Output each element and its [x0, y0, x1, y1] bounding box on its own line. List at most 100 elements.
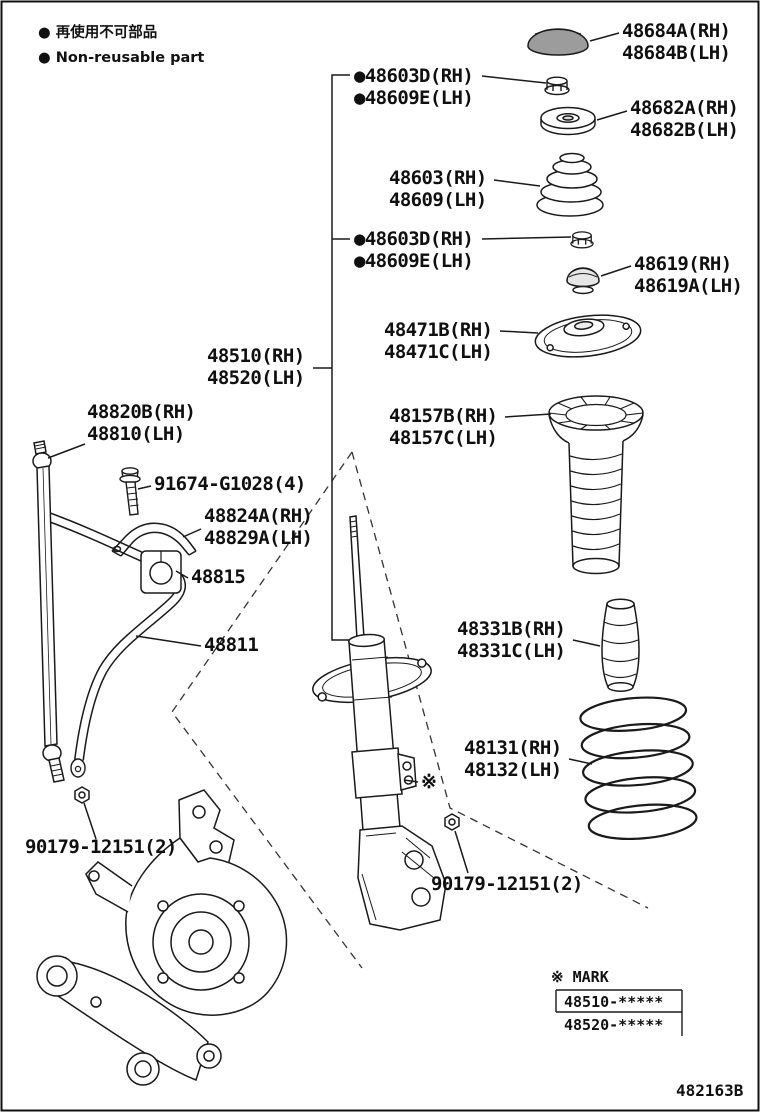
leader-48824	[182, 528, 202, 538]
part-48471-spring-seat	[534, 314, 642, 358]
part-number: 48684A(RH)	[622, 20, 730, 42]
leader-48157	[504, 413, 552, 418]
assembly-dashed-lines	[171, 451, 649, 969]
part-number: ●48603D(RH)	[354, 228, 473, 250]
leader-48603d-upper	[481, 75, 547, 84]
mark-note: ※ MARK 48510-***** 48520-*****	[551, 968, 683, 1036]
diagram-code: 482163B	[676, 1081, 744, 1100]
part-90179-nut-left	[74, 786, 90, 804]
dashed-line-right	[351, 451, 649, 909]
part-number: 48520(LH)	[207, 367, 305, 389]
part-number: ●48609E(LH)	[354, 87, 473, 109]
callout-48603d-lower: ●48603D(RH) ●48609E(LH)	[354, 228, 572, 272]
part-48510-shock-absorber	[312, 515, 447, 931]
leader-48684	[589, 32, 620, 42]
part-number: 48820B(RH)	[87, 401, 195, 423]
part-48811-stabilizer-bar	[40, 508, 186, 778]
callout-91674: 91674-G1028(4)	[137, 473, 306, 495]
leader-reference-mark	[403, 779, 419, 783]
part-number: 90179-12151(2)	[25, 836, 177, 858]
part-number: 48157B(RH)	[389, 405, 497, 427]
legend: ● 再使用不可部品 ● Non-reusable part	[38, 23, 204, 66]
callout-48131: 48131(RH) 48132(LH)	[464, 737, 593, 781]
leader-48331	[572, 639, 601, 647]
part-number: 48682A(RH)	[630, 97, 738, 119]
part-number: 90179-12151(2)	[431, 873, 583, 895]
part-48603d-nut-upper	[544, 76, 570, 96]
callout-48619: 48619(RH) 48619A(LH)	[600, 253, 743, 297]
part-48815-bushing	[140, 550, 182, 594]
part-number: 48609(LH)	[389, 189, 487, 211]
legend-line-en: ● Non-reusable part	[38, 50, 204, 66]
strut-reference-mark: ※	[403, 771, 437, 793]
callout-48682: 48682A(RH) 48682B(LH)	[596, 97, 739, 141]
leader-48811	[135, 635, 202, 647]
callout-48157: 48157B(RH) 48157C(LH)	[389, 405, 552, 449]
part-48131-coil-spring	[579, 696, 698, 840]
part-number: 48810(LH)	[87, 423, 185, 445]
callout-48811: 48811	[135, 634, 259, 656]
callout-48331: 48331B(RH) 48331C(LH)	[457, 618, 601, 662]
leader-48619	[600, 265, 632, 277]
part-number: 48132(LH)	[464, 759, 562, 781]
callout-48471: 48471B(RH) 48471C(LH)	[384, 319, 539, 363]
leader-48603d-lower	[481, 236, 572, 240]
part-number: 48471C(LH)	[384, 341, 492, 363]
part-48619-cap	[566, 267, 600, 295]
callout-48603: 48603(RH) 48609(LH)	[389, 167, 541, 211]
callout-48815: 48815	[175, 566, 246, 588]
leader-91674	[137, 485, 152, 490]
legend-line-jp: ● 再使用不可部品	[38, 23, 157, 41]
part-steering-knuckle	[85, 789, 288, 1016]
dashed-line-left	[171, 451, 363, 969]
leader-48815	[175, 570, 189, 579]
callout-90179-right: 90179-12151(2)	[431, 830, 583, 895]
part-number: 48815	[191, 566, 245, 588]
drawing	[32, 28, 698, 1086]
reference-mark: ※	[421, 771, 436, 793]
leader-48682	[596, 110, 628, 121]
part-number: 48131(RH)	[464, 737, 562, 759]
part-number: 48471B(RH)	[384, 319, 492, 341]
callout-48820: 48820B(RH) 48810(LH)	[47, 401, 196, 459]
callout-48684: 48684A(RH) 48684B(LH)	[589, 20, 731, 64]
leader-90179-left	[83, 802, 97, 840]
part-number: ●48603D(RH)	[354, 65, 473, 87]
callout-48603d-upper: ●48603D(RH) ●48609E(LH)	[354, 65, 547, 109]
part-number: 48682B(LH)	[630, 119, 738, 141]
part-number: ●48609E(LH)	[354, 250, 473, 272]
part-number: 48619(RH)	[634, 253, 732, 275]
part-number: 48684B(LH)	[622, 42, 730, 64]
callout-90179-left: 90179-12151(2)	[25, 802, 177, 858]
part-48157-dust-cover	[548, 395, 644, 575]
part-90179-nut-right	[444, 813, 460, 831]
part-number: 48331B(RH)	[457, 618, 565, 640]
part-number: 48829A(LH)	[204, 527, 312, 549]
part-number: 91674-G1028(4)	[154, 473, 306, 495]
mark-note-box	[555, 989, 683, 1036]
leader-48131	[568, 758, 593, 765]
mark-note-title: ※ MARK	[551, 968, 609, 986]
mark-note-row: 48510-*****	[564, 993, 663, 1011]
part-number: 48824A(RH)	[204, 505, 312, 527]
part-number: 48331C(LH)	[457, 640, 565, 662]
part-48682-support-seat	[540, 106, 596, 136]
bracket-48510	[313, 74, 352, 641]
mark-note-row: 48520-*****	[564, 1016, 663, 1034]
part-91674-bolt	[119, 467, 141, 516]
crown-serrations	[548, 396, 644, 430]
part-48684-dust-cap	[527, 28, 589, 56]
callouts: 48684A(RH) 48684B(LH) ●48603D(RH) ●48609…	[25, 20, 743, 895]
part-48603-spring-support	[536, 152, 604, 217]
part-48603d-nut-lower	[570, 231, 594, 249]
part-number: 48619A(LH)	[634, 275, 742, 297]
part-number: 48157C(LH)	[389, 427, 497, 449]
part-48331-bump-stopper	[601, 598, 640, 692]
callout-48824: 48824A(RH) 48829A(LH)	[182, 505, 313, 549]
boot-ribs	[569, 453, 623, 551]
callout-48510: 48510(RH) 48520(LH)	[207, 345, 305, 389]
leader-48820	[47, 443, 86, 459]
